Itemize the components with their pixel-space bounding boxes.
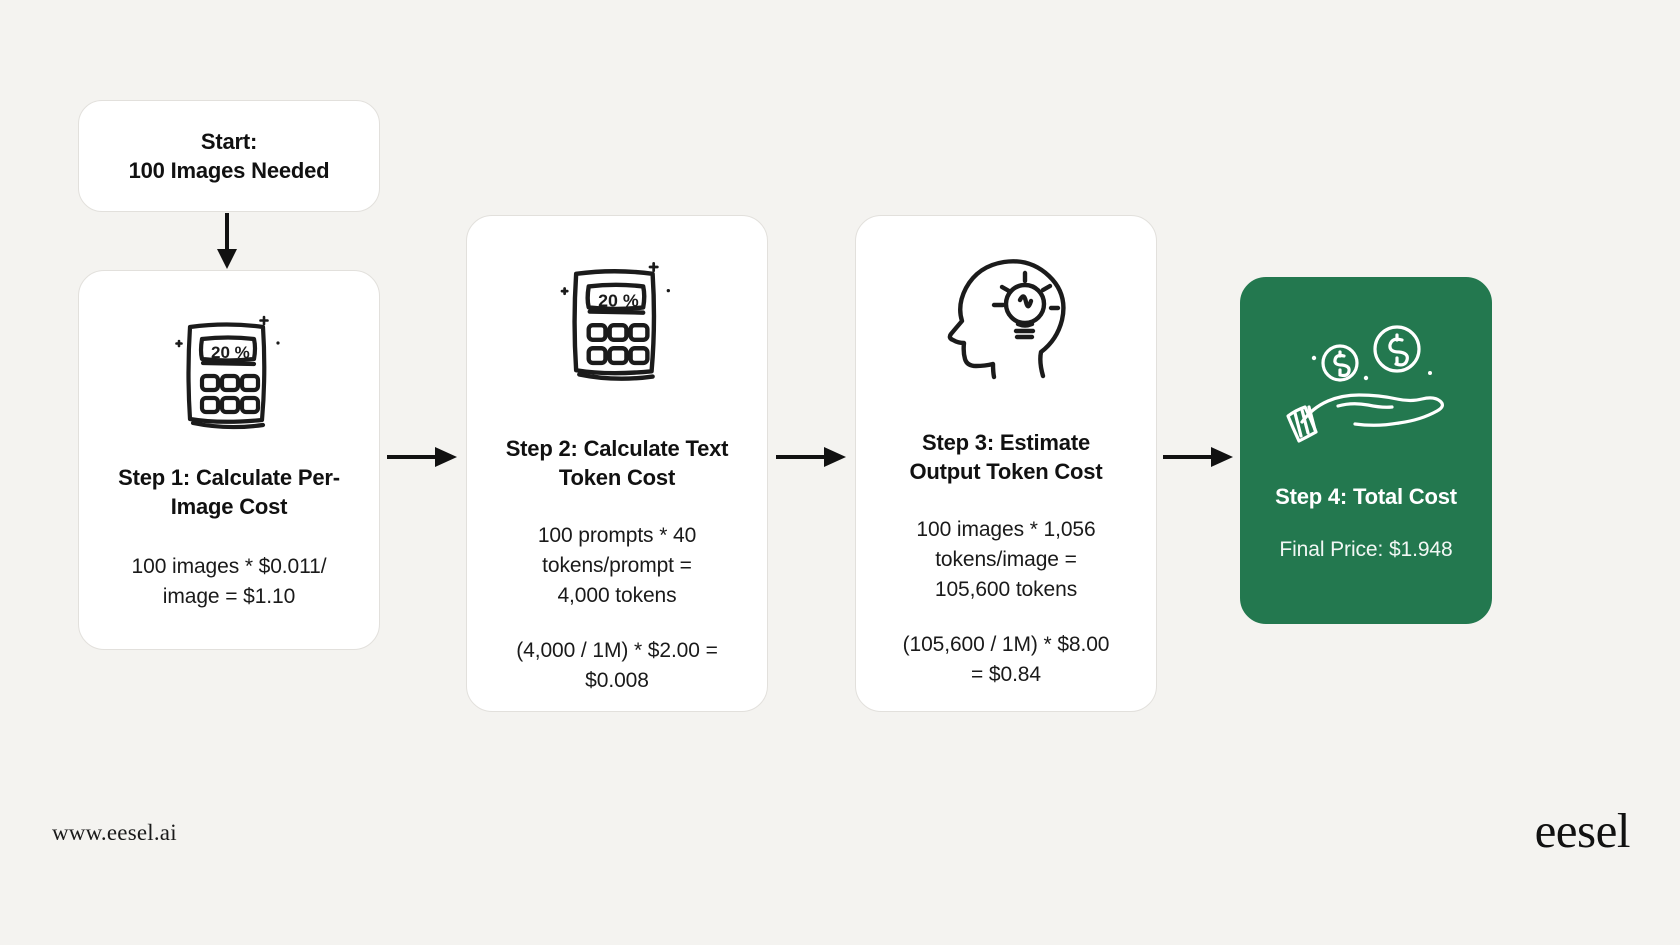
step-3-body-line2: tokens/image =: [935, 547, 1077, 571]
footer-website-url: www.eesel.ai: [52, 820, 177, 845]
eesel-logo: eesel: [1534, 803, 1631, 858]
step-4-card: Step 4: Total Cost Final Price: $1.948: [1240, 277, 1492, 624]
start-title-line1: Start:: [200, 128, 258, 154]
step-3-title-line1: Step 3: Estimate: [922, 430, 1090, 455]
step-3-body-line1: 100 images * 1,056: [916, 517, 1096, 541]
step-1-title-line2: Image Cost: [170, 494, 288, 520]
arrow-step2-to-step3: [768, 432, 855, 482]
calculator-icon: 20 %: [560, 262, 671, 381]
arrow-step3-to-step4: [1157, 432, 1240, 482]
head-lightbulb-icon-wrap: [878, 242, 1134, 394]
step-3-body2-line1: (105,600 / 1M) * $8.00: [902, 633, 1110, 657]
step-1-card: 20 % Step 1: Calculate Per- Image Cost 1…: [78, 270, 380, 650]
step-3-card: Step 3: Estimate Output Token Cost 100 i…: [855, 215, 1157, 712]
step-2-body2-line2: $0.008: [585, 669, 649, 693]
step-2-title-line2: Token Cost: [558, 465, 676, 491]
step-1-body-line2: image = $1.10: [162, 584, 296, 608]
step-4-final-price: Final Price: $1.948: [1279, 538, 1453, 562]
step-2-body-line2: tokens/prompt =: [542, 553, 692, 577]
svg-text:20 %: 20 %: [598, 290, 639, 310]
step-2-title-line1: Step 2: Calculate Text: [505, 436, 729, 461]
hand-with-coins-icon: [1286, 325, 1444, 443]
head-lightbulb-icon: [947, 259, 1066, 380]
hand-with-coins-icon-wrap: [1259, 318, 1473, 450]
arrow-step1-to-step2: [380, 432, 466, 482]
step-1-body-line1: 100 images * $0.011/: [131, 554, 327, 578]
start-title-line2: 100 Images Needed: [128, 158, 330, 183]
calculator-icon-wrap: 20 %: [103, 297, 355, 447]
step-2-body-line3: 4,000 tokens: [557, 583, 677, 607]
step-3-body2-line2: = $0.84: [971, 663, 1041, 687]
step-4-title: Step 4: Total Cost: [1275, 484, 1457, 509]
step-3-title-line2: Output Token Cost: [909, 459, 1103, 485]
calculator-icon-wrap-2: 20 %: [489, 242, 745, 400]
step-3-body-line3: 105,600 tokens: [934, 577, 1078, 601]
step-2-card: 20 % Step 2: Calculate Text Token Cost 1…: [466, 215, 768, 712]
arrow-start-to-step1: [196, 212, 258, 272]
calculator-icon: 20 %: [175, 315, 280, 430]
start-node: Start: 100 Images Needed: [78, 100, 380, 212]
step-2-body2-line1: (4,000 / 1M) * $2.00 =: [516, 639, 718, 663]
svg-text:20 %: 20 %: [211, 343, 250, 362]
step-2-body-line1: 100 prompts * 40: [537, 523, 697, 547]
step-1-title-line1: Step 1: Calculate Per-: [118, 465, 340, 490]
